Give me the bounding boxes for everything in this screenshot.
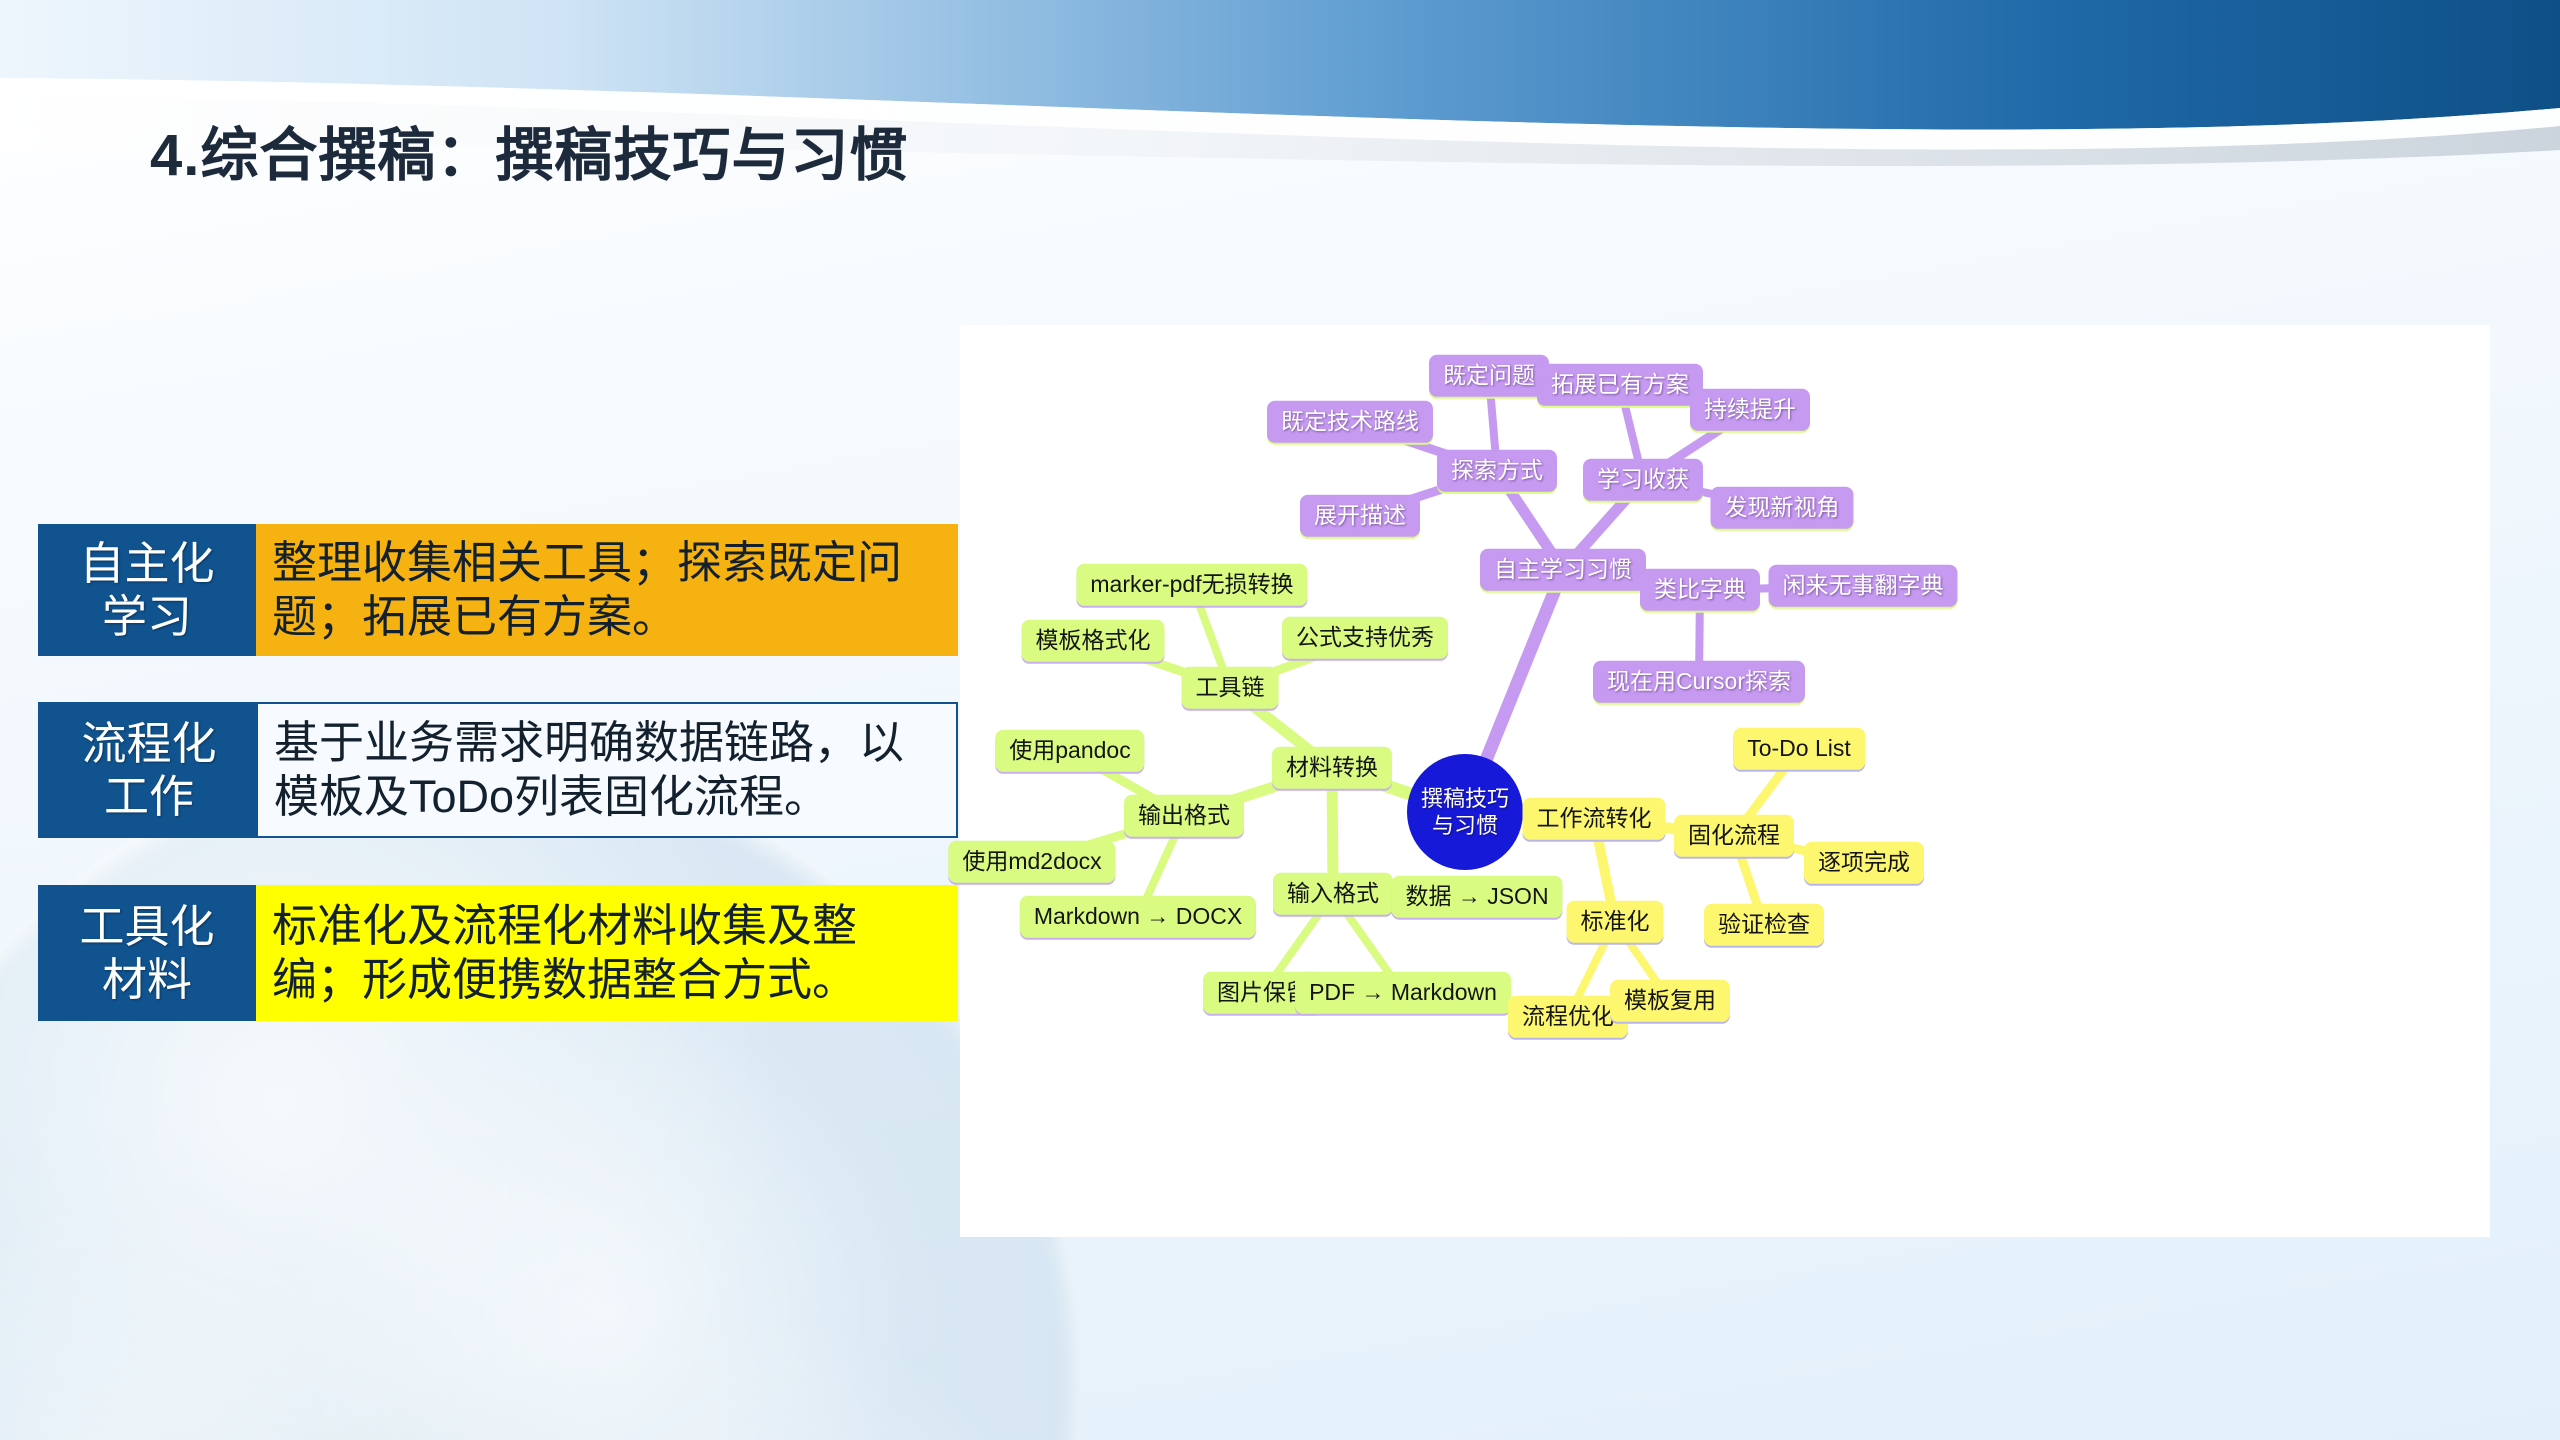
- mindmap-node-gzlzh[interactable]: 工作流转化: [1522, 797, 1666, 841]
- mindmap-node-mbfy[interactable]: 模板复用: [1610, 979, 1730, 1023]
- mindmap-node-fxxsj[interactable]: 发现新视角: [1710, 486, 1854, 530]
- mindmap-node-jdwt[interactable]: 既定问题: [1429, 354, 1549, 398]
- summary-box-3: 工具化 材料 标准化及流程化材料收集及整编；形成便携数据整合方式。: [38, 885, 958, 1021]
- summary-box-3-label: 工具化 材料: [38, 885, 256, 1021]
- summary-box-3-text: 标准化及流程化材料收集及整编；形成便携数据整合方式。: [256, 885, 958, 1021]
- mindmap-center-label-line2: 与习惯: [1431, 813, 1498, 838]
- page-title: 4.综合撰稿：撰稿技巧与习惯: [150, 123, 909, 188]
- mindmap-node-sjjson[interactable]: 数据 → JSON: [1391, 875, 1563, 919]
- mindmap-node-scgs[interactable]: 输出格式: [1124, 794, 1244, 838]
- mindmap-node-tzyyfa[interactable]: 拓展已有方案: [1537, 363, 1703, 407]
- summary-box-1: 自主化 学习 整理收集相关工具；探索既定问题；拓展已有方案。: [38, 524, 958, 656]
- summary-box-3-label-line1: 工具化: [79, 900, 215, 952]
- mindmap-node-jdjsll[interactable]: 既定技术路线: [1267, 400, 1433, 444]
- mindmap-node-markerpdf[interactable]: marker-pdf无损转换: [1076, 563, 1308, 607]
- mindmap-panel: 撰稿技巧与习惯 自主学习习惯 探索方式 既定问题既定技术路线展开描述 学习收获 拓展已有方…: [948, 325, 2490, 1237]
- summary-box-3-label-line2: 材料: [101, 954, 192, 1005]
- mindmap-node-md2docx[interactable]: 使用md2docx: [948, 840, 1116, 884]
- mindmap-node-pandoc[interactable]: 使用pandoc: [995, 729, 1145, 773]
- summary-box-2-label: 流程化 工作: [40, 704, 258, 836]
- mindmap-node-clzh[interactable]: 材料转换: [1272, 746, 1392, 790]
- header-banner-decoration: [0, 0, 2560, 230]
- mindmap-node-cursor[interactable]: 现在用Cursor探索: [1592, 660, 1806, 704]
- mindmap-node-zizhu[interactable]: 自主学习习惯: [1480, 548, 1646, 592]
- mindmap-node-gszc[interactable]: 公式支持优秀: [1282, 616, 1448, 660]
- mindmap-node-center[interactable]: 撰稿技巧与习惯: [1407, 754, 1523, 870]
- mindmap-node-mddocx[interactable]: Markdown → DOCX: [1019, 895, 1257, 939]
- mindmap-node-bzh[interactable]: 标准化: [1566, 900, 1664, 944]
- summary-box-1-label-line1: 自主化: [79, 537, 215, 589]
- mindmap-node-lcyh[interactable]: 流程优化: [1508, 995, 1628, 1039]
- mindmap-node-xlwsfzd[interactable]: 闲来无事翻字典: [1768, 564, 1958, 608]
- mindmap-center-label-line1: 撰稿技巧: [1420, 785, 1509, 811]
- mindmap-node-xxsh[interactable]: 学习收获: [1583, 458, 1703, 502]
- mindmap-node-cxts[interactable]: 持续提升: [1690, 388, 1810, 432]
- mindmap-node-todo[interactable]: To-Do List: [1733, 727, 1865, 771]
- summary-box-1-text: 整理收集相关工具；探索既定问题；拓展已有方案。: [256, 524, 958, 656]
- mindmap-node-ghlc[interactable]: 固化流程: [1674, 814, 1794, 858]
- mindmap-node-zxwc[interactable]: 逐项完成: [1804, 841, 1924, 885]
- summary-box-2: 流程化 工作 基于业务需求明确数据链路，以模板及ToDo列表固化流程。: [38, 702, 958, 838]
- summary-box-1-label: 自主化 学习: [38, 524, 256, 656]
- mindmap-node-zkms[interactable]: 展开描述: [1300, 494, 1420, 538]
- summary-box-2-label-line1: 流程化: [81, 717, 217, 769]
- mindmap-node-pdfmd[interactable]: PDF → Markdown: [1295, 971, 1511, 1015]
- mindmap-edge-layer: [1027, 372, 1869, 1021]
- mindmap-node-mbgsh[interactable]: 模板格式化: [1021, 619, 1165, 663]
- mindmap-node-gjl[interactable]: 工具链: [1181, 666, 1279, 710]
- globe-rim-highlight: [0, 750, 1080, 1440]
- mindmap-node-yzjc[interactable]: 验证检查: [1704, 903, 1824, 947]
- globe-watermark: [0, 750, 1080, 1440]
- mindmap-node-tansuo[interactable]: 探索方式: [1437, 449, 1557, 493]
- summary-box-2-text: 基于业务需求明确数据链路，以模板及ToDo列表固化流程。: [258, 704, 956, 836]
- mindmap-node-lbzd[interactable]: 类比字典: [1640, 568, 1760, 612]
- mindmap-node-srgs[interactable]: 输入格式: [1273, 872, 1393, 916]
- summary-box-1-label-line2: 学习: [101, 591, 192, 642]
- summary-box-2-label-line2: 工作: [103, 771, 194, 822]
